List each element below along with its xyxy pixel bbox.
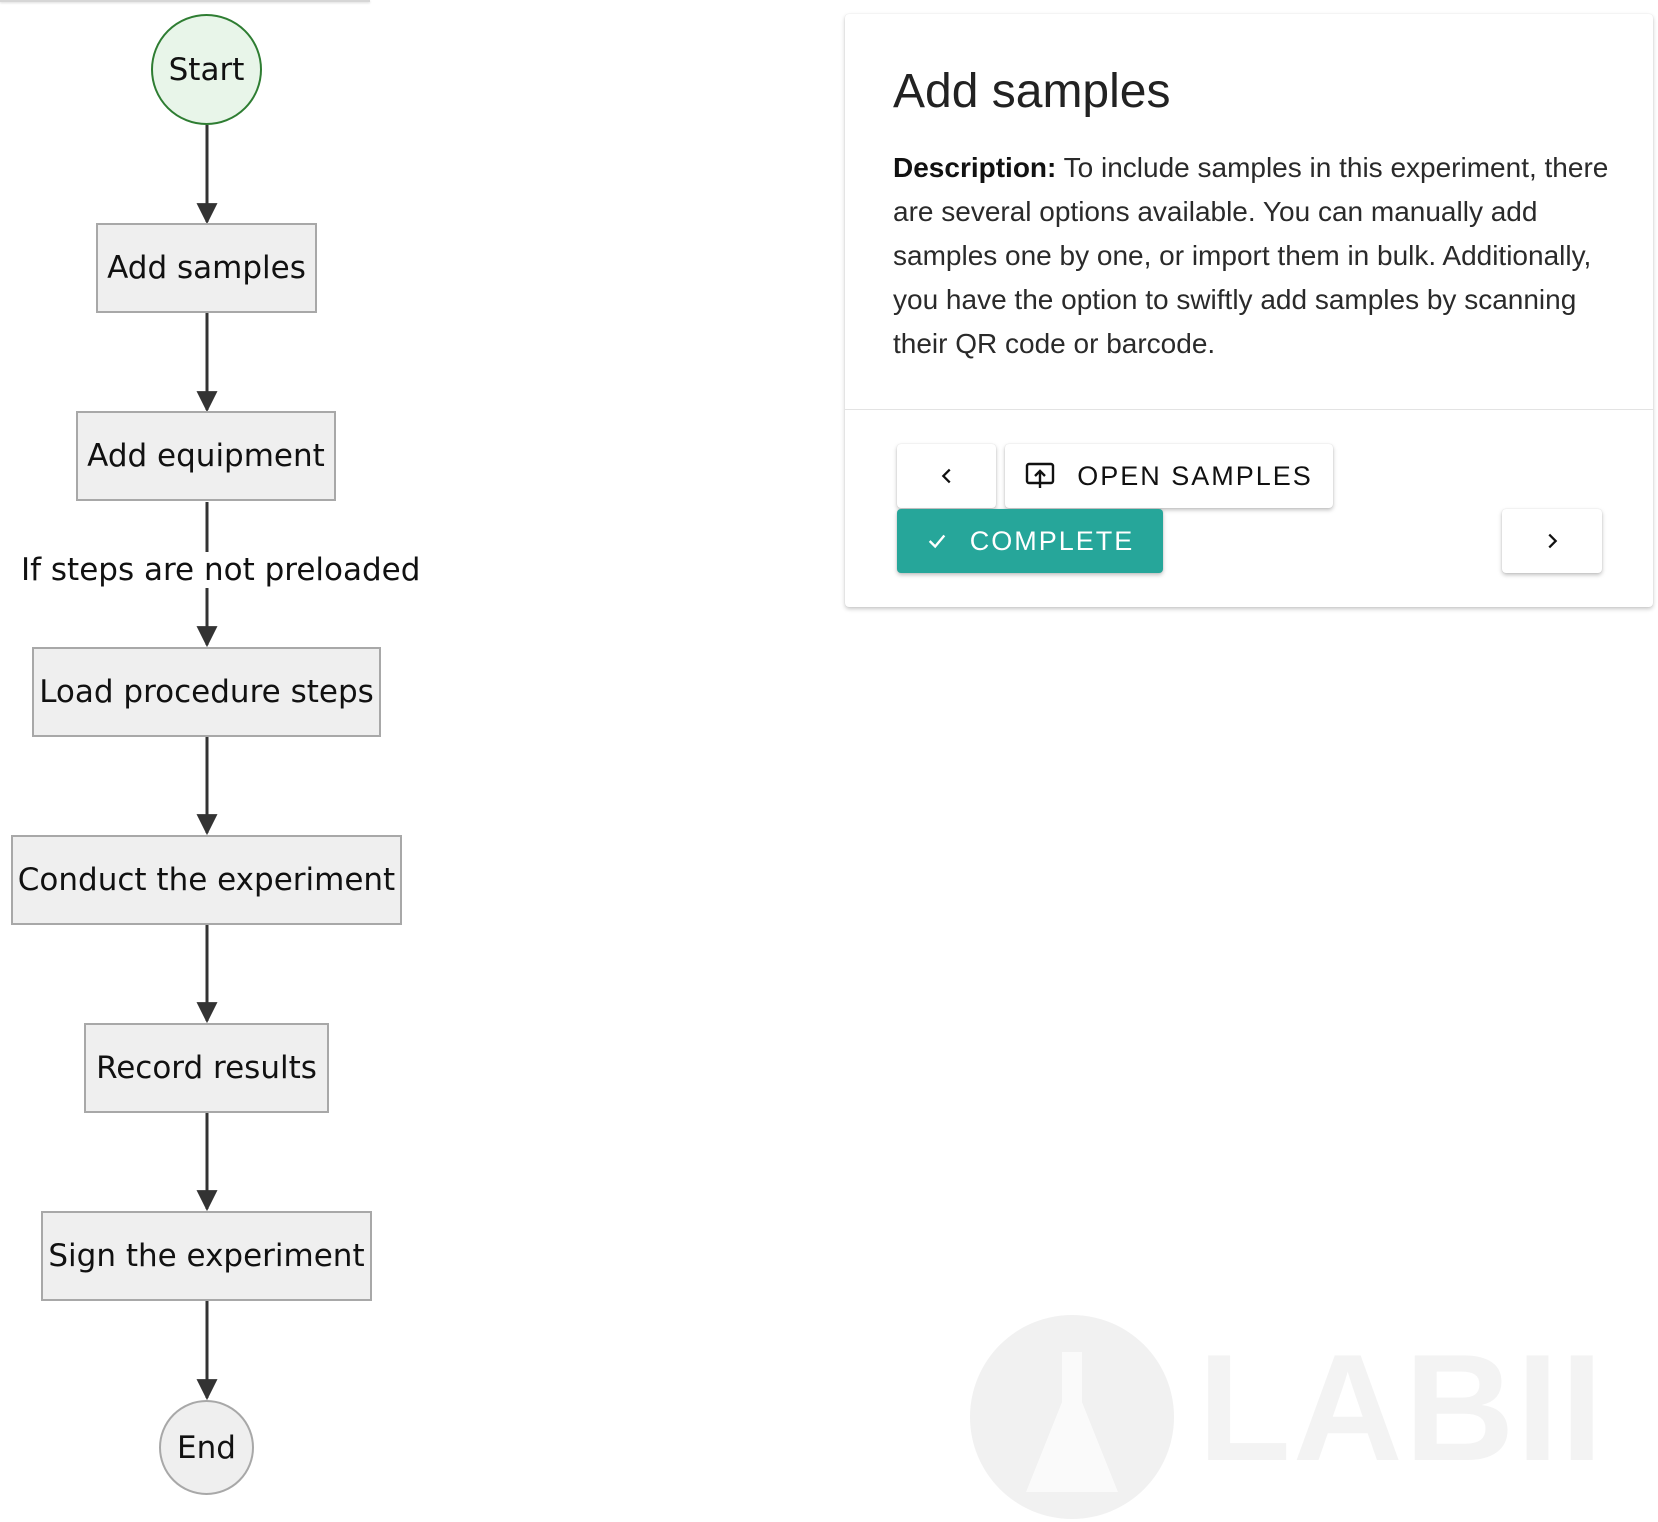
- end-node[interactable]: End: [159, 1400, 254, 1495]
- chevron-right-icon: [1541, 530, 1563, 552]
- workflow-flowchart: Start Add samples Add equipment If steps…: [0, 0, 427, 1522]
- node-add-samples-label: Add samples: [107, 250, 306, 286]
- node-load-procedure-steps-label: Load procedure steps: [39, 674, 374, 710]
- step-title: Add samples: [893, 65, 1171, 118]
- open-samples-label: OPEN SAMPLES: [1077, 460, 1313, 491]
- card-divider: [845, 409, 1653, 410]
- open-samples-button[interactable]: OPEN SAMPLES: [1005, 444, 1333, 508]
- node-record-results[interactable]: Record results: [84, 1023, 329, 1113]
- node-add-equipment[interactable]: Add equipment: [76, 411, 336, 501]
- end-node-label: End: [177, 1429, 236, 1466]
- node-load-procedure-steps[interactable]: Load procedure steps: [32, 647, 381, 737]
- flowchart-edges: [196, 125, 218, 1401]
- description-label: Description:: [893, 152, 1057, 183]
- edge-label-conditional: If steps are not preloaded: [15, 552, 427, 588]
- step-detail-card: Add samples Description: To include samp…: [845, 14, 1653, 607]
- node-sign-experiment[interactable]: Sign the experiment: [41, 1211, 372, 1301]
- chevron-left-icon: [936, 465, 958, 487]
- complete-step-button[interactable]: COMPLETE: [897, 509, 1163, 573]
- top-divider: [0, 0, 370, 2]
- node-add-samples[interactable]: Add samples: [96, 223, 317, 313]
- start-node[interactable]: Start: [151, 14, 262, 125]
- svg-text:LABII: LABII: [1198, 1323, 1605, 1493]
- check-icon: [926, 530, 948, 552]
- node-conduct-experiment[interactable]: Conduct the experiment: [11, 835, 402, 925]
- next-step-button[interactable]: [1502, 509, 1602, 573]
- open-in-app-icon: [1025, 462, 1055, 490]
- node-record-results-label: Record results: [96, 1050, 317, 1086]
- node-conduct-experiment-label: Conduct the experiment: [17, 862, 396, 898]
- step-description: Description: To include samples in this …: [893, 146, 1613, 366]
- labii-logo-watermark: LABII: [970, 1315, 1605, 1519]
- description-text: To include samples in this experiment, t…: [893, 152, 1609, 359]
- complete-label: COMPLETE: [969, 525, 1135, 556]
- node-add-equipment-label: Add equipment: [87, 438, 325, 474]
- previous-step-button[interactable]: [897, 444, 996, 508]
- start-node-label: Start: [168, 51, 245, 88]
- node-sign-experiment-label: Sign the experiment: [48, 1238, 365, 1274]
